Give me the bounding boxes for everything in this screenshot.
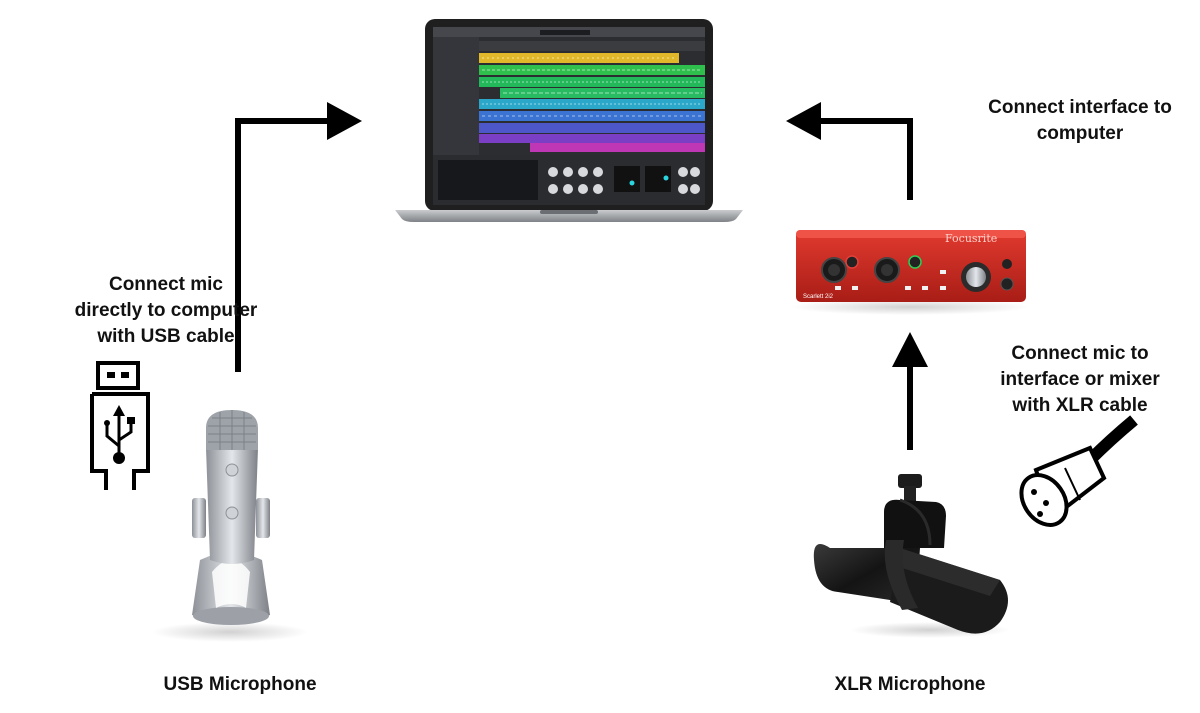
usb-microphone-image (152, 410, 308, 642)
interface-instruction-label: Connect interface to computer (988, 97, 1172, 144)
interface-brand-text: Focusrite (945, 232, 997, 245)
audio-interface-image: Focusrite Scarlett 2i2 (790, 230, 1030, 315)
xlr-microphone-image (813, 474, 1010, 638)
usb-to-computer-arrow (235, 102, 362, 372)
laptop-image (395, 19, 743, 222)
usb-microphone-caption: USB Microphone (163, 674, 317, 695)
interface-model-text: Scarlett 2i2 (803, 294, 834, 300)
xlr-instruction-label: Connect mic to interface or mixer with X… (1000, 343, 1160, 416)
xlr-to-interface-arrow (892, 332, 928, 450)
xlr-microphone-caption: XLR Microphone (834, 674, 986, 695)
interface-to-computer-arrow (786, 102, 913, 200)
usb-symbol-icon (90, 361, 150, 490)
xlr-connector-icon (1019, 415, 1138, 527)
usb-instruction-label: Connect mic directly to computer with US… (74, 274, 258, 347)
